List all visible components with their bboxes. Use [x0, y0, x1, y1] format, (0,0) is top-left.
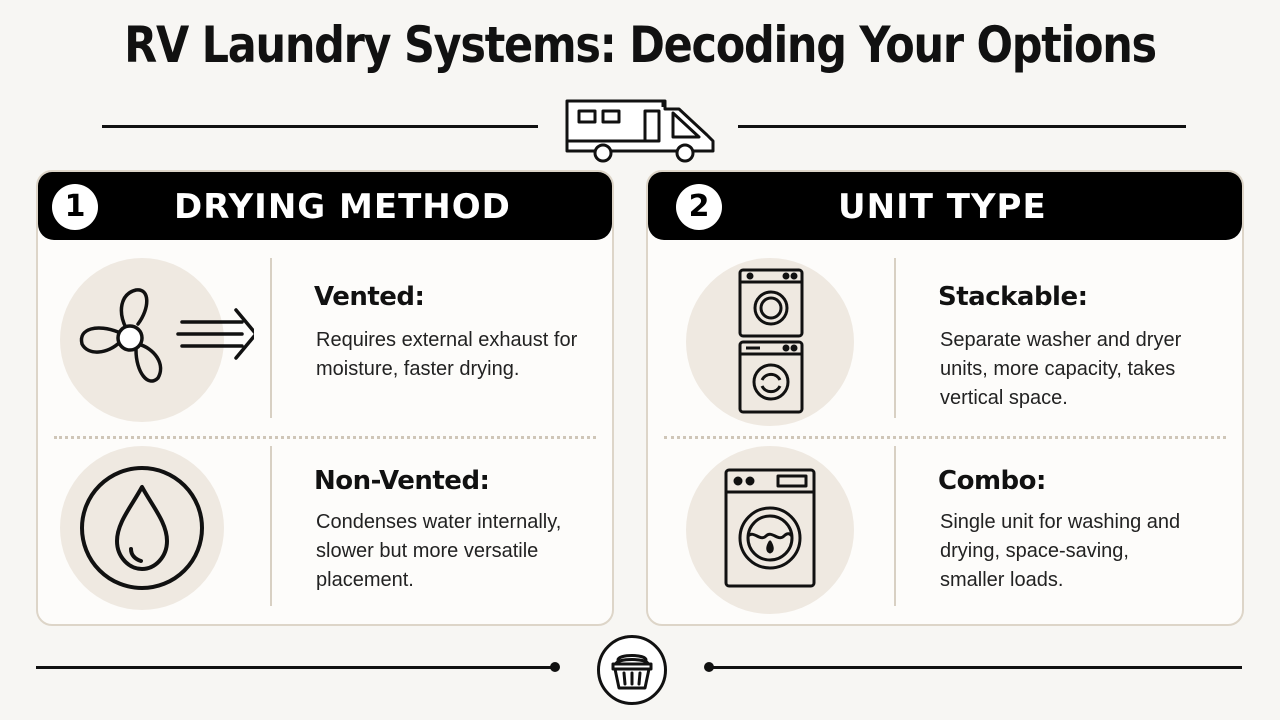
- water-drop-icon: [80, 466, 204, 590]
- card-unit-type: 2 UNIT TYPE Stac: [646, 170, 1244, 626]
- option-description: Requires external exhaust for moisture, …: [316, 329, 578, 380]
- row-divider: [894, 258, 896, 418]
- stacked-washer-dryer-icon: [738, 268, 804, 414]
- footer-dot-right: [704, 662, 714, 672]
- card-number-badge: 2: [676, 184, 722, 230]
- card-number-badge: 1: [52, 184, 98, 230]
- row-divider: [270, 258, 272, 418]
- option-description: Separate washer and dryer units, more ca…: [940, 329, 1182, 409]
- footer-dot-left: [550, 662, 560, 672]
- option-row-combo: Combo: Single unit for washing and dryin…: [648, 446, 1242, 624]
- card-drying-method: 1 DRYING METHOD Vented: Requires externa…: [36, 170, 614, 626]
- laundry-basket-icon: [611, 654, 653, 690]
- card-title: UNIT TYPE: [838, 187, 1047, 227]
- option-row-vented: Vented: Requires external exhaust for mo…: [38, 258, 612, 438]
- footer-divider-left: [36, 666, 556, 669]
- header-divider-right: [738, 125, 1186, 128]
- rv-icon: [565, 99, 715, 163]
- option-label: Non-Vented:: [314, 466, 490, 496]
- footer-divider-right: [708, 666, 1242, 669]
- laundry-basket-badge: [597, 635, 667, 705]
- option-description: Single unit for washing and drying, spac…: [940, 511, 1181, 591]
- card-title: DRYING METHOD: [174, 187, 511, 227]
- fan-exhaust-icon: [79, 288, 254, 383]
- row-separator: [664, 436, 1226, 439]
- card-header: 1 DRYING METHOD: [38, 172, 612, 240]
- option-label: Combo:: [938, 466, 1046, 496]
- page-title: RV Laundry Systems: Decoding Your Option…: [124, 16, 1157, 74]
- row-separator: [54, 436, 596, 439]
- option-description: Condenses water internally, slower but m…: [316, 511, 562, 591]
- row-divider: [894, 446, 896, 606]
- option-label: Vented:: [314, 282, 425, 312]
- combo-washer-icon: [724, 468, 816, 588]
- option-row-stackable: Stackable: Separate washer and dryer uni…: [648, 258, 1242, 438]
- row-divider: [270, 446, 272, 606]
- option-label: Stackable:: [938, 282, 1088, 312]
- header-divider-left: [102, 125, 538, 128]
- card-header: 2 UNIT TYPE: [648, 172, 1242, 240]
- option-row-non-vented: Non-Vented: Condenses water internally, …: [38, 446, 612, 624]
- icon-background: [60, 446, 224, 610]
